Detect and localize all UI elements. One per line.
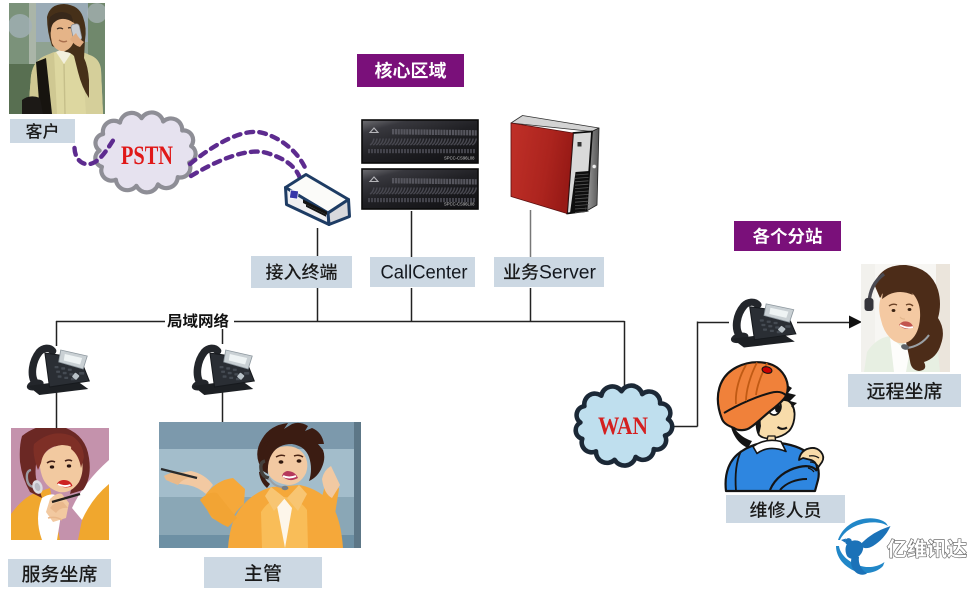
svg-text:Server: Server [539, 262, 596, 284]
svg-text:SPCC-CS96L08: SPCC-CS96L08 [444, 202, 475, 207]
svg-text:SPCC-CS96L08: SPCC-CS96L08 [444, 156, 475, 161]
svg-text:CallCenter: CallCenter [381, 262, 468, 284]
svg-text:PSTN: PSTN [121, 141, 173, 170]
svg-text:WAN: WAN [598, 413, 648, 440]
